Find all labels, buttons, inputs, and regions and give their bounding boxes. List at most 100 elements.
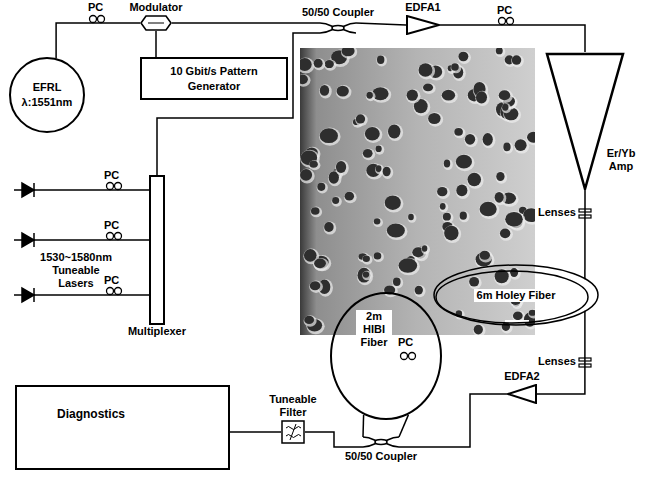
polarisation-controller-symbols <box>90 16 514 360</box>
laser-source-circle: EFRL λ:1551nm <box>9 57 85 133</box>
hole-halo <box>355 114 368 126</box>
node-label: Diagnostics <box>57 407 125 422</box>
diode-symbol <box>22 288 34 302</box>
hole <box>398 258 417 272</box>
hole <box>320 128 338 143</box>
component-tag: PC <box>88 1 103 14</box>
pc-loop <box>115 183 122 190</box>
hole <box>345 192 355 201</box>
hole-halo <box>324 59 336 70</box>
hole <box>515 139 527 151</box>
hole <box>480 251 490 260</box>
hole <box>314 258 326 268</box>
hole <box>480 202 497 216</box>
pc-loop <box>107 233 114 240</box>
hole-halo <box>505 211 526 229</box>
hole-halo <box>514 139 529 154</box>
pc-loop <box>90 16 97 23</box>
hole <box>357 268 370 283</box>
hole <box>529 310 535 316</box>
hole <box>456 184 467 196</box>
hole-halo <box>319 84 332 98</box>
part-label: Lenses <box>538 206 576 219</box>
hole-halo <box>495 48 505 57</box>
hole <box>476 91 487 103</box>
hole-halo <box>455 154 474 171</box>
shape-graphic <box>149 175 165 325</box>
hole-halo <box>428 112 444 126</box>
lead-wire <box>14 294 22 296</box>
hole <box>443 213 451 221</box>
hole-halo <box>366 91 376 101</box>
fiber-line <box>356 23 406 25</box>
amplifier-symbol <box>508 385 536 403</box>
hole-halo <box>319 128 341 146</box>
node-label: EDFA2 <box>500 370 544 383</box>
hole-halo <box>479 250 493 262</box>
shape-graphic <box>507 384 537 404</box>
hole <box>444 160 450 168</box>
hole <box>428 113 440 124</box>
hole <box>304 316 314 324</box>
hole <box>320 85 329 96</box>
amplifier: Er/Yb Amp <box>545 52 625 190</box>
hole <box>365 127 380 140</box>
fiber-line <box>155 31 157 57</box>
hole-halo <box>362 148 375 160</box>
hole-halo <box>469 276 482 289</box>
node-label: 10 Gbit/s Pattern Generator <box>150 64 278 94</box>
hole-halo <box>364 126 382 143</box>
hole <box>460 212 467 220</box>
shape-graphic <box>281 420 305 444</box>
hole-halo <box>332 196 342 206</box>
node-label: 50/50 Coupler <box>292 6 384 19</box>
hole <box>336 86 348 97</box>
hole <box>418 63 432 77</box>
hole-halo <box>482 132 495 148</box>
hole <box>324 222 333 232</box>
hole-halo <box>344 191 357 203</box>
amplifier: EDFA2 <box>500 370 544 404</box>
hole-halo <box>386 223 407 240</box>
hole-halo <box>336 85 352 99</box>
instrument-box: Diagnostics <box>15 385 230 470</box>
node-label: λ:1551nm <box>22 96 73 109</box>
shape-graphic <box>320 20 356 36</box>
component-tag: PC <box>104 274 119 287</box>
hole-halo <box>314 258 329 271</box>
shape-triL <box>507 384 537 404</box>
pc-loop <box>107 288 114 295</box>
hole <box>366 92 372 99</box>
hole <box>342 48 355 56</box>
hole <box>451 63 459 70</box>
hole-halo <box>300 57 314 73</box>
node-label: Modulator <box>123 1 189 14</box>
hole-halo <box>362 271 372 280</box>
node-label: 2m HIBI Fiber <box>356 310 392 349</box>
hole <box>503 143 510 152</box>
hole-halo <box>313 58 325 70</box>
hole <box>393 278 401 286</box>
shape-hex <box>140 15 172 31</box>
hole <box>310 281 321 290</box>
fiber-line <box>34 189 149 191</box>
hole <box>499 90 511 100</box>
node-label: EFRL <box>33 81 62 94</box>
hole <box>363 271 369 277</box>
part-label: 1530~1580nm Tuneable Lasers <box>38 251 114 290</box>
hole <box>496 48 503 54</box>
hole-halo <box>436 186 450 199</box>
hole <box>474 325 483 335</box>
hole <box>374 252 382 259</box>
hole-halo <box>341 48 357 59</box>
hole-halo <box>454 127 466 138</box>
hole <box>415 286 423 295</box>
pc-loop <box>401 353 408 360</box>
hole-halo <box>317 182 328 193</box>
hole <box>300 169 312 181</box>
hole <box>500 228 510 238</box>
multiplexer: Multiplexer <box>117 175 197 338</box>
hole-halo <box>511 55 524 68</box>
filter-wave <box>286 427 301 430</box>
